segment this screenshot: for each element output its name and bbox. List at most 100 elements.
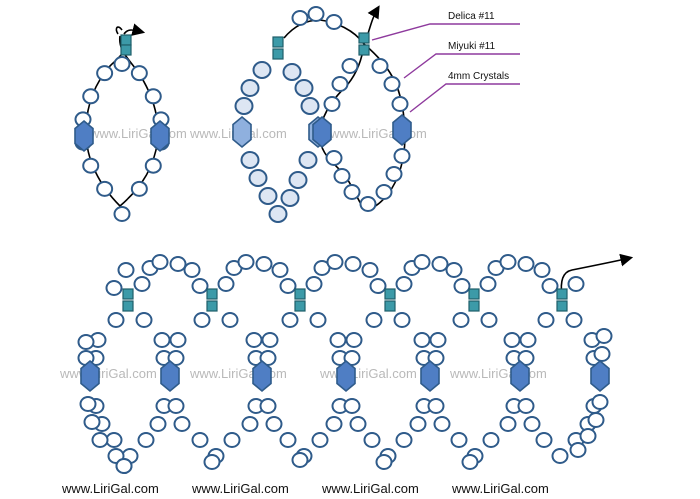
crystal-bead <box>590 359 610 393</box>
delica-bead <box>206 288 218 300</box>
seed-bead <box>479 276 497 292</box>
seed-bead <box>361 262 379 278</box>
delica-bead <box>556 288 568 300</box>
seed-bead <box>113 56 131 72</box>
seed-bead <box>96 180 114 197</box>
seed-bead <box>480 312 498 328</box>
seed-bead <box>517 398 535 414</box>
seed-bead <box>193 312 211 328</box>
seed-bead <box>137 432 155 448</box>
crystal-bead <box>160 359 180 393</box>
seed-bead <box>375 454 393 470</box>
seed-bead <box>375 184 393 200</box>
crystal-bead <box>336 359 356 393</box>
seed-bead <box>429 332 447 348</box>
seed-bead <box>519 332 537 348</box>
seed-bead <box>499 254 517 270</box>
seed-bead <box>595 328 613 344</box>
seed-bead <box>203 454 221 470</box>
seed-bead <box>217 276 235 292</box>
seed-bead <box>153 332 171 348</box>
seed-bead <box>395 276 413 292</box>
seed-bead <box>371 58 389 74</box>
seed-bead <box>325 150 343 166</box>
seed-bead <box>427 398 445 414</box>
seed-bead <box>281 312 299 328</box>
footer-link-1[interactable]: www.LiriGal.com <box>62 481 159 496</box>
watermark-text: www.LiriGal.com <box>59 366 157 381</box>
seed-bead <box>587 412 605 428</box>
seed-bead <box>393 312 411 328</box>
seed-bead <box>133 276 151 292</box>
seed-bead <box>268 205 288 223</box>
seed-bead <box>259 398 277 414</box>
seed-bead <box>343 184 361 200</box>
seed-bead <box>569 442 587 458</box>
seed-bead <box>255 256 273 272</box>
seed-bead <box>433 416 451 432</box>
seed-bead <box>450 432 468 448</box>
seed-bead <box>453 278 471 294</box>
seed-bead <box>482 432 500 448</box>
seed-bead <box>291 452 309 468</box>
seed-bead <box>333 168 351 184</box>
seed-bead <box>130 65 148 82</box>
seed-bead <box>326 254 344 270</box>
seed-bead <box>82 88 100 105</box>
seed-bead <box>115 458 133 474</box>
watermark-text: www.LiriGal.com <box>329 126 427 141</box>
seed-bead <box>221 312 239 328</box>
seed-bead <box>245 332 263 348</box>
delica-bead <box>122 300 134 312</box>
watermark-text: www.LiriGal.com <box>319 366 417 381</box>
seed-bead <box>282 63 302 81</box>
seed-bead <box>345 332 363 348</box>
seed-bead <box>567 276 585 292</box>
seed-bead <box>503 332 521 348</box>
legend-callouts: Delica #11 Miyuki #11 4mm Crystals <box>371 11 520 113</box>
seed-bead <box>82 157 100 174</box>
delica-bead <box>294 288 306 300</box>
seed-bead <box>445 262 463 278</box>
seed-bead <box>383 76 401 92</box>
seed-bead <box>265 416 283 432</box>
seed-bead <box>369 278 387 294</box>
watermark-text: www.LiriGal.com <box>189 366 287 381</box>
footer-link-4[interactable]: www.LiriGal.com <box>452 481 549 496</box>
seed-bead <box>241 416 259 432</box>
crystal-bead <box>420 359 440 393</box>
seed-bead <box>173 416 191 432</box>
watermark-text: www.LiriGal.com <box>449 366 547 381</box>
seed-bead <box>349 416 367 432</box>
crystal-bead <box>252 359 272 393</box>
seed-bead <box>344 256 362 272</box>
seed-bead <box>291 10 309 26</box>
legend-delica-label: Delica #11 <box>448 11 495 22</box>
seed-bead <box>144 88 162 105</box>
seed-bead <box>537 312 555 328</box>
seed-bead <box>409 416 427 432</box>
footer-link-2[interactable]: www.LiriGal.com <box>192 481 289 496</box>
legend-miyuki-label: Miyuki #11 <box>448 41 495 52</box>
seed-bead <box>149 416 167 432</box>
delica-bead <box>120 34 132 46</box>
seed-bead <box>541 278 559 294</box>
seed-bead <box>365 312 383 328</box>
bead-layer <box>74 6 613 474</box>
seed-bead <box>107 312 125 328</box>
footer-link-3[interactable]: www.LiriGal.com <box>322 481 419 496</box>
seed-bead <box>499 416 517 432</box>
seed-bead <box>385 166 403 182</box>
seed-bead <box>309 312 327 328</box>
legend-crystal-label: 4mm Crystals <box>448 71 509 82</box>
seed-bead <box>591 394 609 410</box>
seed-bead <box>593 346 611 362</box>
seed-bead <box>300 97 320 115</box>
delica-bead <box>272 48 284 60</box>
seed-bead <box>77 334 95 350</box>
seed-bead <box>240 151 260 169</box>
seed-bead <box>271 262 289 278</box>
seed-bead <box>234 97 254 115</box>
delica-bead <box>294 300 306 312</box>
seed-bead <box>83 414 101 430</box>
